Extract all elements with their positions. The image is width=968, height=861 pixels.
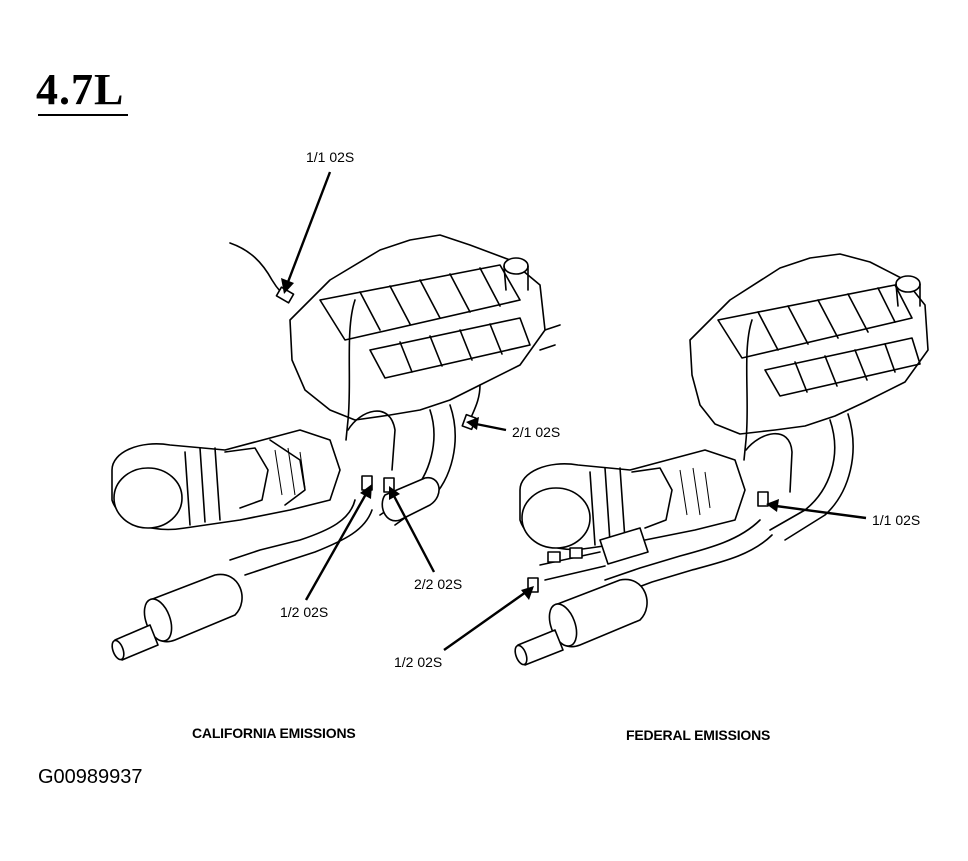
label-fed-1-2-o2s: 1/2 02S [394,654,443,670]
title-underline [38,114,128,116]
federal-engine-drawing [514,253,929,666]
label-cal-2-1-o2s: 2/1 02S [512,424,561,440]
figure-id: G00989937 [38,766,143,788]
california-engine-drawing [111,234,561,661]
label-cal-1-1-o2s: 1/1 02S [306,149,355,165]
label-fed-1-1-o2s: 1/1 02S [872,512,921,528]
label-cal-1-2-o2s: 1/2 02S [280,604,329,620]
engine-size-title: 4.7L [36,65,125,114]
caption-federal-emissions: FEDERAL EMISSIONS [626,727,771,743]
caption-california-emissions: CALIFORNIA EMISSIONS [192,725,356,741]
leader-arrows [281,171,867,651]
label-cal-2-2-o2s: 2/2 02S [414,576,463,592]
